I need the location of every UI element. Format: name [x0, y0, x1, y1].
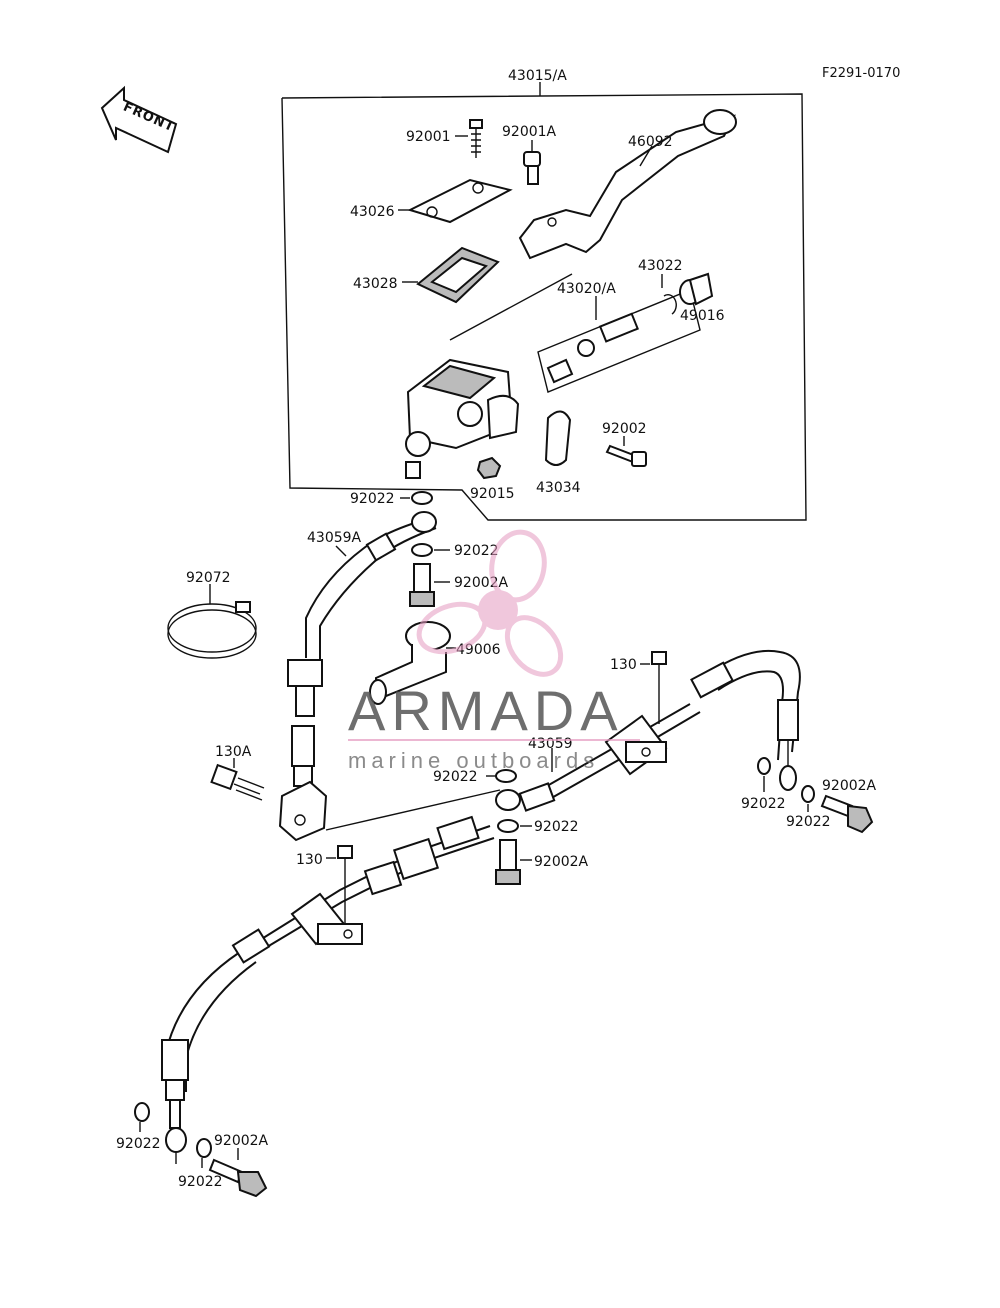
front-arrow-icon: FRONT [100, 85, 178, 154]
pin-92001A [523, 151, 541, 185]
figure-code: F2291-0170 [822, 66, 900, 81]
label-43015A: 43015/A [508, 68, 567, 84]
label-92002A-b: 92002A [454, 575, 509, 591]
washer-92022-b [411, 543, 433, 557]
washer-92022-top [411, 491, 433, 505]
propeller-logo-icon [416, 529, 564, 677]
cap-43026 [407, 178, 513, 224]
banjo-block [278, 780, 501, 842]
label-92001A: 92001A [502, 124, 557, 140]
label-92022-d: 92022 [534, 819, 579, 835]
piston-kit-43020A [537, 289, 701, 393]
hose-43059A [287, 511, 437, 787]
label-43034: 43034 [536, 480, 581, 496]
label-43020A: 43020/A [557, 281, 616, 297]
label-92022-b: 92022 [454, 543, 499, 559]
label-92022-c: 92022 [433, 769, 478, 785]
label-130-left: 130 [296, 852, 323, 868]
label-92002A-r: 92002A [822, 778, 877, 794]
washer-92022-bl1 [134, 1102, 150, 1122]
screw-92001 [469, 119, 483, 158]
master-cylinder-body [405, 358, 520, 479]
label-92001: 92001 [406, 129, 451, 145]
diaphragm-43028 [416, 246, 500, 304]
label-43059A: 43059A [307, 530, 362, 546]
bolt-92002A-c [495, 839, 521, 885]
label-92022-r1: 92022 [741, 796, 786, 812]
watermark-subtitle: marine outboards [348, 748, 599, 773]
bolt-92002A-b [409, 563, 435, 607]
bolt-130-right [651, 651, 667, 724]
holder-43034 [544, 410, 572, 466]
washer-92022-r1 [757, 757, 771, 775]
label-43026: 43026 [350, 204, 395, 220]
pipe-right [539, 649, 801, 801]
label-46092: 46092 [628, 134, 673, 150]
joint-49006 [369, 621, 451, 705]
label-130-right: 130 [610, 657, 637, 673]
mid-banjo [495, 782, 556, 812]
label-92022-bl2: 92022 [178, 1174, 223, 1190]
label-92002: 92002 [602, 421, 647, 437]
label-92015: 92015 [470, 486, 515, 502]
bolt-92002 [605, 444, 647, 467]
label-92022-top: 92022 [350, 491, 395, 507]
boot-49016 [679, 272, 714, 306]
clamp-92072 [167, 601, 257, 659]
label-49016: 49016 [680, 308, 725, 324]
washer-92022-d [497, 819, 519, 833]
circlip-43022 [663, 294, 677, 315]
lever-46092 [518, 109, 737, 260]
washer-92022-bl2 [196, 1138, 212, 1158]
watermark-title: ARMADA [348, 679, 624, 742]
assembly-frame [281, 82, 807, 521]
label-92072: 92072 [186, 570, 231, 586]
bolt-130-left [337, 845, 353, 928]
bolt-130A [210, 763, 265, 801]
washer-92022-r2 [801, 785, 815, 803]
bolt-92002A-r [820, 794, 874, 834]
bolt-92002A-bl [208, 1158, 268, 1198]
pipe-lower [161, 815, 495, 1164]
label-43022: 43022 [638, 258, 683, 274]
label-92022-r2: 92022 [786, 814, 831, 830]
label-130A: 130A [215, 744, 252, 760]
label-92002A-c: 92002A [534, 854, 589, 870]
label-92022-bl1: 92022 [116, 1136, 161, 1152]
label-92002A-bl: 92002A [214, 1133, 269, 1149]
label-43028: 43028 [353, 276, 398, 292]
nut-92015 [476, 456, 502, 480]
